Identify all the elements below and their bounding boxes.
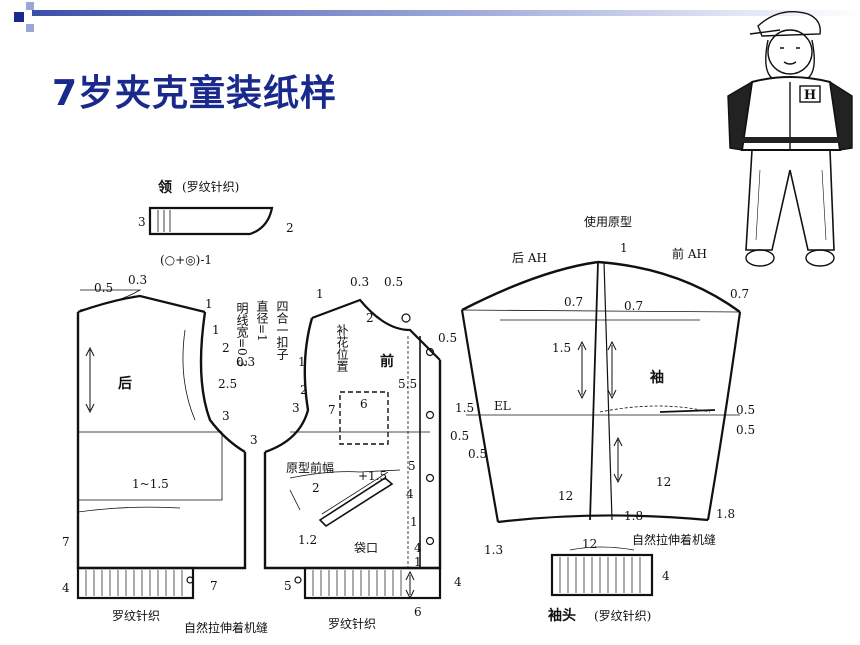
front-d5: 5 xyxy=(408,459,416,473)
front-d4: 4 xyxy=(406,487,414,501)
front-width-note: 原型前幅 xyxy=(286,460,334,475)
front-d1-5: 1.5 xyxy=(455,401,474,415)
back-side-7: 7 xyxy=(62,535,70,549)
sleeve-d05a: 0.5 xyxy=(736,403,755,417)
front-d12: 1.2 xyxy=(298,533,317,547)
front-d4c: 4 xyxy=(454,575,462,589)
title-bar xyxy=(14,2,860,32)
front-d6: 6 xyxy=(360,397,368,411)
back-rib-4: 4 xyxy=(62,581,70,595)
cuff-width: 12 xyxy=(582,537,597,551)
front-d2b: 2 xyxy=(300,383,308,397)
back-rib-label: 罗纹针织 xyxy=(112,608,160,623)
sleeve-top-1: 1 xyxy=(620,241,628,255)
front-d5b: 5 xyxy=(284,579,292,593)
front-d1b: 1 xyxy=(410,515,418,529)
front-d4b: 4 xyxy=(414,541,422,555)
back-neck-h: 0.3 xyxy=(128,273,147,287)
front-d05a: 0.5 xyxy=(438,331,457,345)
front-d3: 3 xyxy=(292,401,300,415)
collar-dim-left: 3 xyxy=(138,215,146,229)
sleeve-proto: 使用原型 xyxy=(584,214,632,229)
sleeve-d07a: 0.7 xyxy=(564,295,583,309)
front-d2: 2 xyxy=(366,311,374,325)
front-d3b: 3 xyxy=(250,433,258,447)
jacket-letter: H xyxy=(804,88,816,103)
back-rib-7: 7 xyxy=(210,579,218,593)
back-minus03: 0.3 xyxy=(236,355,255,369)
sleeve-d18b: 1.8 xyxy=(716,507,735,521)
front-note-buttons: 四合一扣子 xyxy=(275,300,289,360)
back-neck-w: 0.5 xyxy=(94,281,113,295)
sleeve-piece xyxy=(460,260,742,524)
front-pocket: 袋口 xyxy=(354,541,378,555)
cuff-title: 袖头 xyxy=(548,607,576,624)
front-rib-label: 罗纹针织 xyxy=(328,616,376,631)
sleeve-d13: 1.3 xyxy=(484,543,503,557)
slide-title: 7岁夹克童装纸样 xyxy=(52,73,338,114)
sleeve-d18a: 1.8 xyxy=(624,509,643,523)
collar-note: (罗纹针织) xyxy=(182,179,239,194)
collar-piece xyxy=(148,206,274,236)
sleeve-d07c: 0.7 xyxy=(730,287,749,301)
sleeve-d05b: 0.5 xyxy=(736,423,755,437)
sleeve-el: EL xyxy=(494,399,511,413)
front-d1c: 1 xyxy=(414,555,422,569)
sleeve-back-ah: 后 AH xyxy=(512,251,547,265)
cuff-piece xyxy=(550,546,654,597)
collar-formula: (○+◎)-1 xyxy=(160,253,212,267)
sleeve-d12b: 12 xyxy=(656,475,671,489)
sleeve-d12a: 12 xyxy=(558,489,573,503)
collar-title: 领 xyxy=(158,179,172,196)
sleeve-d07b: 0.7 xyxy=(624,299,643,313)
front-note-diameter: 直径=1 xyxy=(255,300,269,342)
sleeve-seam-label: 自然拉伸着机缝 xyxy=(632,532,716,547)
front-d05b: 0.5 xyxy=(450,429,469,443)
front-top-1: 1 xyxy=(316,287,324,301)
front-bodice xyxy=(263,298,442,600)
back-shoulder-2: 2 xyxy=(222,341,230,355)
sleeve-front-ah: 前 AH xyxy=(672,246,707,261)
pattern-labels: 领 (罗纹针织) 3 2 (○+◎)-1 后 0.5 0.3 1 1 2 0.3… xyxy=(62,179,755,635)
back-bodice xyxy=(76,289,247,600)
front-d15: +1.5 xyxy=(358,469,387,483)
back-label: 后 xyxy=(118,375,132,392)
front-note-patch: 补花位置 xyxy=(335,324,349,372)
cuff-height: 4 xyxy=(662,569,670,583)
back-seam-label: 自然拉伸着机缝 xyxy=(184,620,268,635)
back-shoulder-1b: 1 xyxy=(212,323,220,337)
front-neck-03: 0.3 xyxy=(350,275,369,289)
cuff-note: (罗纹针织) xyxy=(594,608,651,623)
collar-dim-right: 2 xyxy=(286,221,294,235)
front-neck-05: 0.5 xyxy=(384,275,403,289)
front-d6b: 6 xyxy=(414,605,422,619)
back-armhole-3: 3 xyxy=(222,409,230,423)
child-in-jacket-illustration: H xyxy=(727,11,853,267)
back-hip: 1~1.5 xyxy=(132,477,169,491)
front-label: 前 xyxy=(380,353,394,370)
front-d7: 7 xyxy=(328,403,336,417)
back-shoulder-1a: 1 xyxy=(205,297,213,311)
front-d2c: 2 xyxy=(312,481,320,495)
front-d55: 5.5 xyxy=(398,377,417,391)
front-d1: 1 xyxy=(298,355,306,369)
back-armhole-25: 2.5 xyxy=(218,377,237,391)
sleeve-label: 袖 xyxy=(650,369,664,386)
front-d05c: 0.5 xyxy=(468,447,487,461)
front-note-button-line: 明线宽=0.3 xyxy=(235,302,249,367)
sleeve-d15: 1.5 xyxy=(552,341,571,355)
